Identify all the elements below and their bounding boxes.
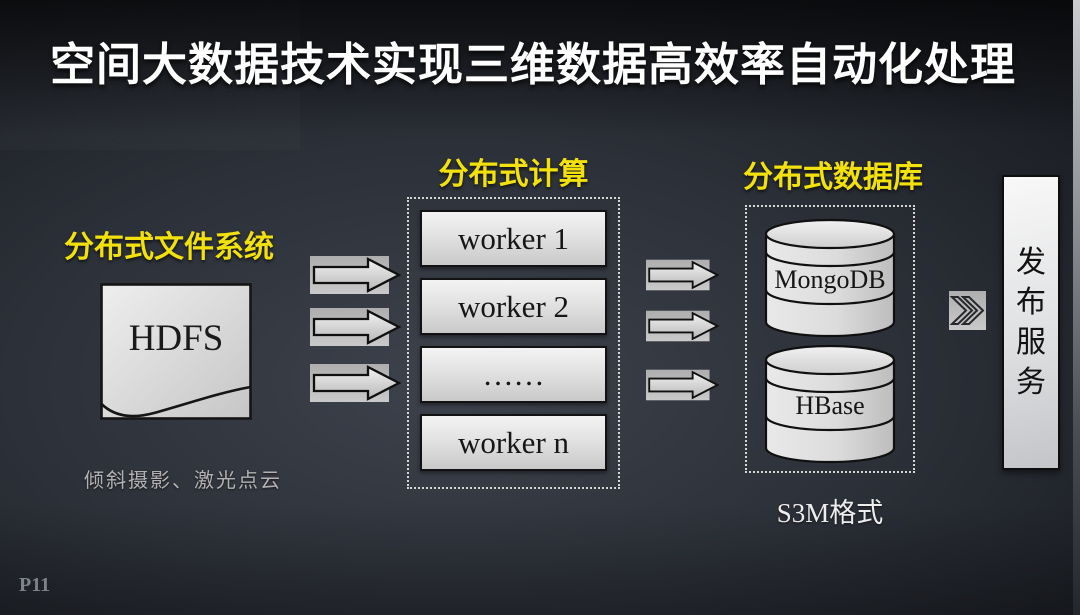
worker-node: worker 2 <box>420 278 607 335</box>
flow-arrow-icon <box>310 256 402 294</box>
photo-edge-strip <box>1073 0 1080 615</box>
heading-file-system: 分布式文件系统 <box>64 231 274 264</box>
cylinder-icon <box>764 344 896 464</box>
database-label: MongoDB <box>774 265 886 294</box>
publish-service-node: 发 布 服 务 <box>1002 175 1060 470</box>
document-shape-icon <box>100 283 252 420</box>
file-system-caption: 倾斜摄影、激光点云 <box>84 470 282 492</box>
flow-arrow-icon <box>646 259 720 291</box>
page-number: P11 <box>19 574 51 596</box>
flow-arrow-icon <box>646 310 720 342</box>
database-cylinder: HBase <box>764 344 896 464</box>
publish-char: 布 <box>1016 285 1046 319</box>
heading-database: 分布式数据库 <box>743 161 923 194</box>
s3m-format-caption: S3M格式 <box>776 498 884 528</box>
flow-arrow-icon <box>310 308 402 346</box>
worker-node: worker 1 <box>420 210 607 267</box>
worker-node: worker n <box>420 414 607 471</box>
publish-char: 务 <box>1016 365 1046 399</box>
hdfs-label: HDFS <box>128 318 224 359</box>
slide-title: 空间大数据技术实现三维数据高效率自动化处理 <box>49 39 1016 90</box>
worker-ellipsis: …… <box>482 356 545 392</box>
double-chevron-right-icon <box>949 291 986 330</box>
flow-arrow-icon <box>310 364 402 402</box>
worker-label: worker n <box>457 424 570 460</box>
compute-panel: worker 1 worker 2 …… worker n <box>407 197 620 489</box>
publish-char: 服 <box>1016 325 1046 359</box>
database-label: HBase <box>795 391 865 420</box>
hdfs-node: HDFS <box>100 283 252 420</box>
worker-label: worker 1 <box>457 220 570 256</box>
worker-label: worker 2 <box>457 288 570 324</box>
publish-char: 发 <box>1016 245 1046 279</box>
flow-arrow-icon <box>646 369 720 401</box>
worker-node: …… <box>420 346 607 403</box>
database-cylinder: MongoDB <box>764 218 896 338</box>
cylinder-icon <box>764 218 896 338</box>
heading-compute: 分布式计算 <box>438 158 589 191</box>
database-panel: MongoDB HBase <box>745 205 915 473</box>
